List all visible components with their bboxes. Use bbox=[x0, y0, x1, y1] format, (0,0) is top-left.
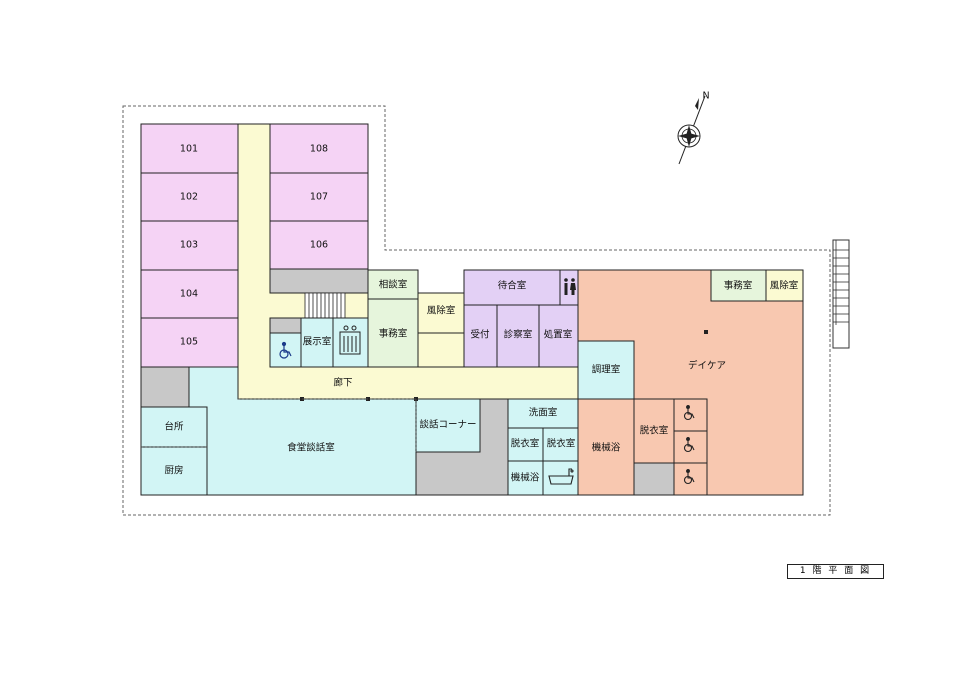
label-exam: 診察室 bbox=[504, 329, 533, 341]
label-washroom: 洗面室 bbox=[529, 407, 558, 419]
label-kitchen: 厨房 bbox=[164, 465, 183, 477]
room-waiting bbox=[463, 269, 561, 306]
label-daycare: デイケア bbox=[688, 360, 726, 372]
label-office-east: 事務室 bbox=[724, 280, 753, 292]
room-cooking bbox=[577, 340, 635, 400]
label-waiting: 待合室 bbox=[498, 280, 527, 292]
label-office-west: 事務室 bbox=[379, 328, 408, 340]
room-changing-2 bbox=[542, 427, 579, 462]
site-boundary bbox=[122, 105, 831, 516]
label-102: 102 bbox=[180, 192, 198, 203]
wheelchair-icon bbox=[683, 405, 695, 421]
label-kitchen-table: 台所 bbox=[164, 421, 184, 433]
label-107: 107 bbox=[310, 192, 328, 203]
room-consult bbox=[367, 269, 419, 300]
room-office-west bbox=[367, 298, 419, 368]
room-exhibit bbox=[300, 317, 334, 368]
label-changing-1: 脱衣室 bbox=[511, 438, 540, 450]
restroom-icon bbox=[564, 278, 576, 295]
service-area bbox=[633, 462, 675, 496]
label-108: 108 bbox=[310, 144, 328, 155]
toilet-stall bbox=[673, 430, 708, 464]
compass-icon bbox=[677, 95, 706, 165]
label-105: 105 bbox=[180, 337, 198, 348]
label-mech-bath-1: 機械浴 bbox=[511, 472, 540, 484]
service-area bbox=[140, 366, 190, 408]
room-102 bbox=[140, 172, 239, 222]
label-mech-bath-2: 機械浴 bbox=[592, 442, 621, 454]
room-101 bbox=[140, 123, 239, 174]
toilet-stall bbox=[673, 462, 708, 496]
label-changing-3: 脱衣室 bbox=[640, 425, 669, 437]
wheelchair-icon bbox=[279, 341, 292, 359]
room-lounge bbox=[415, 398, 481, 453]
label-104: 104 bbox=[180, 289, 198, 300]
room-105 bbox=[140, 317, 239, 368]
label-106: 106 bbox=[310, 240, 328, 251]
label-treatment: 処置室 bbox=[544, 329, 573, 341]
elevator bbox=[332, 317, 369, 368]
room-mech-bath-west bbox=[507, 460, 544, 496]
label-consult: 相談室 bbox=[379, 279, 408, 291]
service-area bbox=[269, 268, 369, 294]
room-changing-1 bbox=[507, 427, 544, 462]
label-windbreak-east: 風除室 bbox=[770, 280, 799, 292]
wheelchair-icon bbox=[683, 437, 695, 453]
room-108 bbox=[269, 123, 369, 174]
exterior-stair bbox=[832, 239, 850, 349]
elevator-icon bbox=[339, 325, 361, 355]
room-windbreak-east bbox=[765, 269, 804, 302]
label-lounge: 談話コーナー bbox=[419, 419, 476, 431]
label-changing-2: 脱衣室 bbox=[547, 438, 576, 450]
label-reception: 受付 bbox=[470, 329, 490, 341]
service-area bbox=[269, 317, 302, 334]
room-exam bbox=[496, 304, 540, 368]
toilet-stall bbox=[673, 398, 708, 432]
room-changing-east bbox=[633, 398, 675, 464]
interior-stair bbox=[304, 292, 346, 319]
wheelchair-icon bbox=[683, 469, 695, 485]
compass-label: N bbox=[702, 91, 709, 102]
drawing-title: 1 階 平 面 図 bbox=[787, 564, 884, 579]
label-corridor: 廊下 bbox=[333, 377, 352, 389]
room-treatment bbox=[538, 304, 579, 368]
room-107 bbox=[269, 172, 369, 222]
bathtub-icon bbox=[548, 468, 574, 485]
label-103: 103 bbox=[180, 240, 198, 251]
room-106 bbox=[269, 220, 369, 270]
label-101: 101 bbox=[180, 144, 198, 155]
label-dining: 食堂談話室 bbox=[287, 442, 335, 454]
label-windbreak-west: 風除室 bbox=[427, 305, 456, 317]
label-cooking: 調理室 bbox=[592, 364, 621, 376]
room-mech-bath-east bbox=[577, 398, 635, 496]
label-exhibit: 展示室 bbox=[303, 336, 332, 348]
room-office-east bbox=[710, 269, 767, 302]
